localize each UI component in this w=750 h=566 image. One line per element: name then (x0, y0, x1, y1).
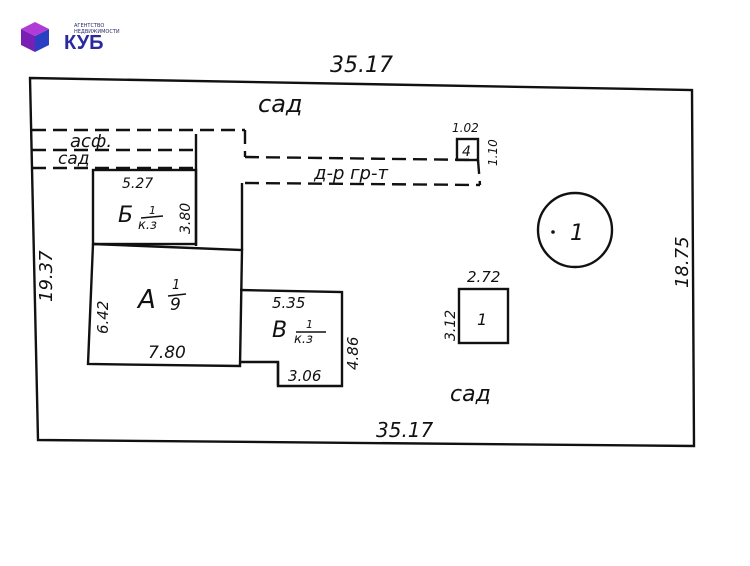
building-b (91, 168, 198, 246)
building-v-extension: 3.06 (288, 367, 321, 385)
shed-1 (457, 287, 510, 345)
dirt-road-label: д-р гр-т (313, 163, 388, 184)
building-a-width: 7.80 (148, 343, 186, 363)
building-b-height: 3.80 (178, 203, 194, 234)
building-v (239, 288, 344, 388)
bottom-length-label: 35.17 (376, 418, 434, 442)
building-a-fraction-bottom: 9 (170, 295, 181, 315)
logo-tagline-line-2: НЕДВИЖИМОСТИ (74, 29, 120, 35)
well-circle (536, 191, 614, 269)
building-v-width: 5.35 (272, 294, 305, 312)
building-v-fraction-bottom: к.з (294, 332, 313, 347)
asphalt-strip (32, 128, 245, 170)
garden-top-label: сад (258, 90, 303, 118)
building-a (86, 242, 244, 368)
item-4-height: 1.10 (486, 139, 500, 166)
left-width-label: 19.37 (36, 250, 57, 302)
shed-label: 1 (477, 310, 487, 329)
building-b-width: 5.27 (122, 176, 153, 192)
building-a-depth: 6.42 (94, 301, 112, 334)
building-v-fraction-top: 1 (306, 318, 313, 331)
item-4-width: 1.02 (452, 121, 479, 135)
item-4-box (455, 137, 480, 162)
garden-bottom-label: сад (450, 382, 491, 407)
logo-tagline-line-1: АГЕНТСТВО (74, 23, 105, 29)
logo-tagline: АГЕНТСТВО НЕДВИЖИМОСТИ (74, 23, 120, 35)
shed-depth: 3.12 (443, 310, 459, 341)
agency-logo: АГЕНТСТВО НЕДВИЖИМОСТИ КУБ (18, 20, 120, 54)
building-b-fraction-top: 1 (149, 204, 156, 217)
building-a-letter: А (136, 285, 156, 315)
building-a-fraction-top: 1 (172, 278, 180, 293)
dirt-road-strip (243, 130, 482, 187)
building-b-fraction-bottom: к.з (138, 218, 157, 233)
building-b-letter: Б (118, 203, 133, 228)
cube-logo-icon (21, 22, 49, 52)
right-width-label: 18.75 (672, 236, 693, 288)
top-length-label: 35.17 (330, 53, 393, 78)
asphalt-label: асф. (70, 131, 112, 152)
building-v-letter: В (272, 318, 287, 343)
shed-width: 2.72 (467, 268, 500, 286)
garden-left-label: сад (58, 149, 90, 169)
item-4-label: 4 (462, 144, 471, 160)
plot-boundary (28, 76, 696, 448)
building-v-height: 4.86 (344, 337, 362, 370)
logo-name: КУБ (64, 32, 104, 54)
well-label: 1 (570, 221, 584, 246)
